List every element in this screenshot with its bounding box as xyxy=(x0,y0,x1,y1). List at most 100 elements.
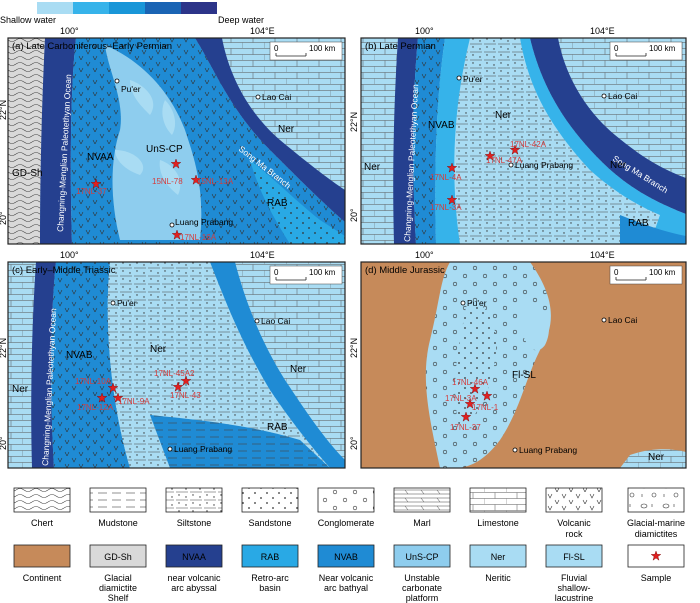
legend-unit-nvab: NVAB Near volcanic arc bathyal xyxy=(317,544,375,593)
legend-unit-flsl: Fl-SL Fluvial shallow- lacustrine xyxy=(545,544,603,603)
panel-b-unit-ner-east: Ner xyxy=(610,160,627,171)
panel-d-lat-22: 22°N xyxy=(349,338,359,358)
svg-text:Limestone: Limestone xyxy=(477,518,519,528)
panel-a-scale-bar: 0 100 km xyxy=(269,41,343,61)
legend-unit-nvaa: NVAA near volcanic arc abyssal xyxy=(165,544,223,593)
panel-b-samples: 17NL-42A 17NL-47A 17NL-4A 17NL-3A xyxy=(430,140,547,212)
legend-unit-unscp: UnS-CP Unstable carbonate platform xyxy=(393,544,451,603)
svg-text:diamictites: diamictites xyxy=(635,529,678,539)
svg-text:Near volcanic: Near volcanic xyxy=(319,573,374,583)
svg-text:Lao Cai: Lao Cai xyxy=(261,316,290,326)
panel-d: (d) Middle Jurassic 100° 104°E 22°N 20° … xyxy=(349,250,687,469)
panel-c-unit-ner-east: Ner xyxy=(290,364,307,375)
panel-c-unit-nvab: NVAB xyxy=(66,350,93,361)
svg-text:0: 0 xyxy=(274,44,279,53)
depth-swatch-5 xyxy=(181,2,217,14)
panel-d-lon-100: 100° xyxy=(415,250,434,260)
svg-text:Lao Cai: Lao Cai xyxy=(608,315,637,325)
panel-b-unit-ner-west: Ner xyxy=(364,162,381,173)
svg-text:17NL-42A: 17NL-42A xyxy=(510,140,547,149)
panel-a-unit-gdsh: GD-Sh xyxy=(12,168,43,179)
panel-c-lon-104: 104°E xyxy=(250,250,275,260)
legend-unit-ner: Ner Neritic xyxy=(469,544,527,583)
panel-d-lon-104: 104°E xyxy=(590,250,615,260)
svg-text:NVAA: NVAA xyxy=(182,552,206,562)
svg-text:0: 0 xyxy=(614,44,619,53)
svg-text:Mudstone: Mudstone xyxy=(98,518,138,528)
svg-text:Glacial-marine: Glacial-marine xyxy=(627,518,685,528)
svg-text:Luang Prabang: Luang Prabang xyxy=(175,217,233,227)
svg-text:UnS-CP: UnS-CP xyxy=(405,552,438,562)
depth-shallow-label: Shallow water xyxy=(0,15,56,25)
svg-text:17NL-46A: 17NL-46A xyxy=(452,378,489,387)
panel-a-lon-100: 100° xyxy=(60,26,79,36)
svg-text:17NL-3A: 17NL-3A xyxy=(445,394,477,403)
svg-text:platform: platform xyxy=(406,593,439,603)
svg-text:15NL-78: 15NL-78 xyxy=(152,177,183,186)
depth-swatch-2 xyxy=(73,2,109,14)
panel-b-lat-20: 20° xyxy=(349,208,359,222)
panel-b-lon-104: 104°E xyxy=(590,26,615,36)
panel-b-places: Pu'er Lao Cai Luang Prabang xyxy=(456,74,637,170)
legend-unit-sample: Sample xyxy=(627,544,685,583)
depth-swatch-3 xyxy=(109,2,145,14)
svg-text:Continent: Continent xyxy=(23,573,62,583)
legend-chert: Chert xyxy=(13,487,71,528)
legend-volcanic: Volcanic rock xyxy=(545,487,603,539)
svg-text:Glacial: Glacial xyxy=(104,573,132,583)
svg-text:17NL-10A: 17NL-10A xyxy=(75,377,112,386)
svg-text:Fl-SL: Fl-SL xyxy=(563,552,585,562)
svg-text:17NL-37: 17NL-37 xyxy=(76,187,107,196)
svg-text:RAB: RAB xyxy=(261,552,280,562)
svg-text:Pu'er: Pu'er xyxy=(117,298,137,308)
svg-text:17NL-16A: 17NL-16A xyxy=(180,233,217,242)
legend-unit-gdsh: GD-Sh Glacial diamictite Shelf xyxy=(89,544,147,603)
svg-text:diamictite: diamictite xyxy=(99,583,137,593)
svg-text:100 km: 100 km xyxy=(649,268,676,277)
panel-b-unit-nvab: NVAB xyxy=(428,120,455,131)
panel-a-lat-20: 20° xyxy=(0,211,8,225)
svg-text:Luang Prabang: Luang Prabang xyxy=(519,445,577,455)
svg-text:Luang Prabang: Luang Prabang xyxy=(515,160,573,170)
panel-a-lon-104: 104°E xyxy=(250,26,275,36)
panel-a-unit-rab: RAB xyxy=(267,198,288,209)
panel-b-title: (b) Late Permian xyxy=(365,41,436,52)
svg-text:15NL-13A: 15NL-13A xyxy=(197,177,234,186)
svg-text:100 km: 100 km xyxy=(649,44,676,53)
svg-text:Fluvial: Fluvial xyxy=(561,573,587,583)
panel-d-title: (d) Middle Jurassic xyxy=(365,265,445,276)
panel-c-lat-20: 20° xyxy=(0,436,8,450)
panel-b-unit-rab: RAB xyxy=(628,218,649,229)
legend-limestone: Limestone xyxy=(469,487,527,528)
svg-text:Neritic: Neritic xyxy=(485,573,511,583)
svg-text:17NL-37: 17NL-37 xyxy=(450,423,481,432)
svg-text:17NL-45A2: 17NL-45A2 xyxy=(154,369,195,378)
svg-text:Lao Cai: Lao Cai xyxy=(608,91,637,101)
panel-a-unit-ner: Ner xyxy=(278,124,295,135)
svg-text:17NL-1: 17NL-1 xyxy=(472,403,499,412)
legend-sandstone: Sandstone xyxy=(241,487,299,528)
depth-swatch-4 xyxy=(145,2,181,14)
svg-text:Pu'er: Pu'er xyxy=(121,84,141,94)
svg-text:17NL-12A: 17NL-12A xyxy=(77,403,114,412)
panel-c-unit-ner-west: Ner xyxy=(12,384,29,395)
panel-c-lon-100: 100° xyxy=(60,250,79,260)
panel-c-unit-rab: RAB xyxy=(267,422,288,433)
svg-text:17NL-47A: 17NL-47A xyxy=(486,156,523,165)
svg-text:Unstable: Unstable xyxy=(404,573,440,583)
legend-units: Continent GD-Sh Glacial diamictite Shelf… xyxy=(13,544,685,603)
panel-a-samples: 17NL-37 15NL-78 15NL-13A 17NL-16A xyxy=(76,158,234,242)
panel-c-scale-bar: 0 100 km xyxy=(269,265,343,285)
svg-text:shallow-: shallow- xyxy=(557,583,590,593)
svg-text:100 km: 100 km xyxy=(309,44,336,53)
svg-text:17NL-4A: 17NL-4A xyxy=(430,173,462,182)
paleotethyan-ocean-shape xyxy=(40,38,76,244)
svg-text:Siltstone: Siltstone xyxy=(177,518,212,528)
panel-a-unit-nvaa: NVAA xyxy=(87,152,114,163)
svg-text:Lao Cai: Lao Cai xyxy=(262,92,291,102)
depth-scale-bar: Shallow water Deep water xyxy=(0,2,264,25)
panel-b-scale-bar: 0 100 km xyxy=(609,41,683,61)
legend-glacial: Glacial-marine diamictites xyxy=(627,487,685,539)
svg-text:NVAB: NVAB xyxy=(334,552,358,562)
